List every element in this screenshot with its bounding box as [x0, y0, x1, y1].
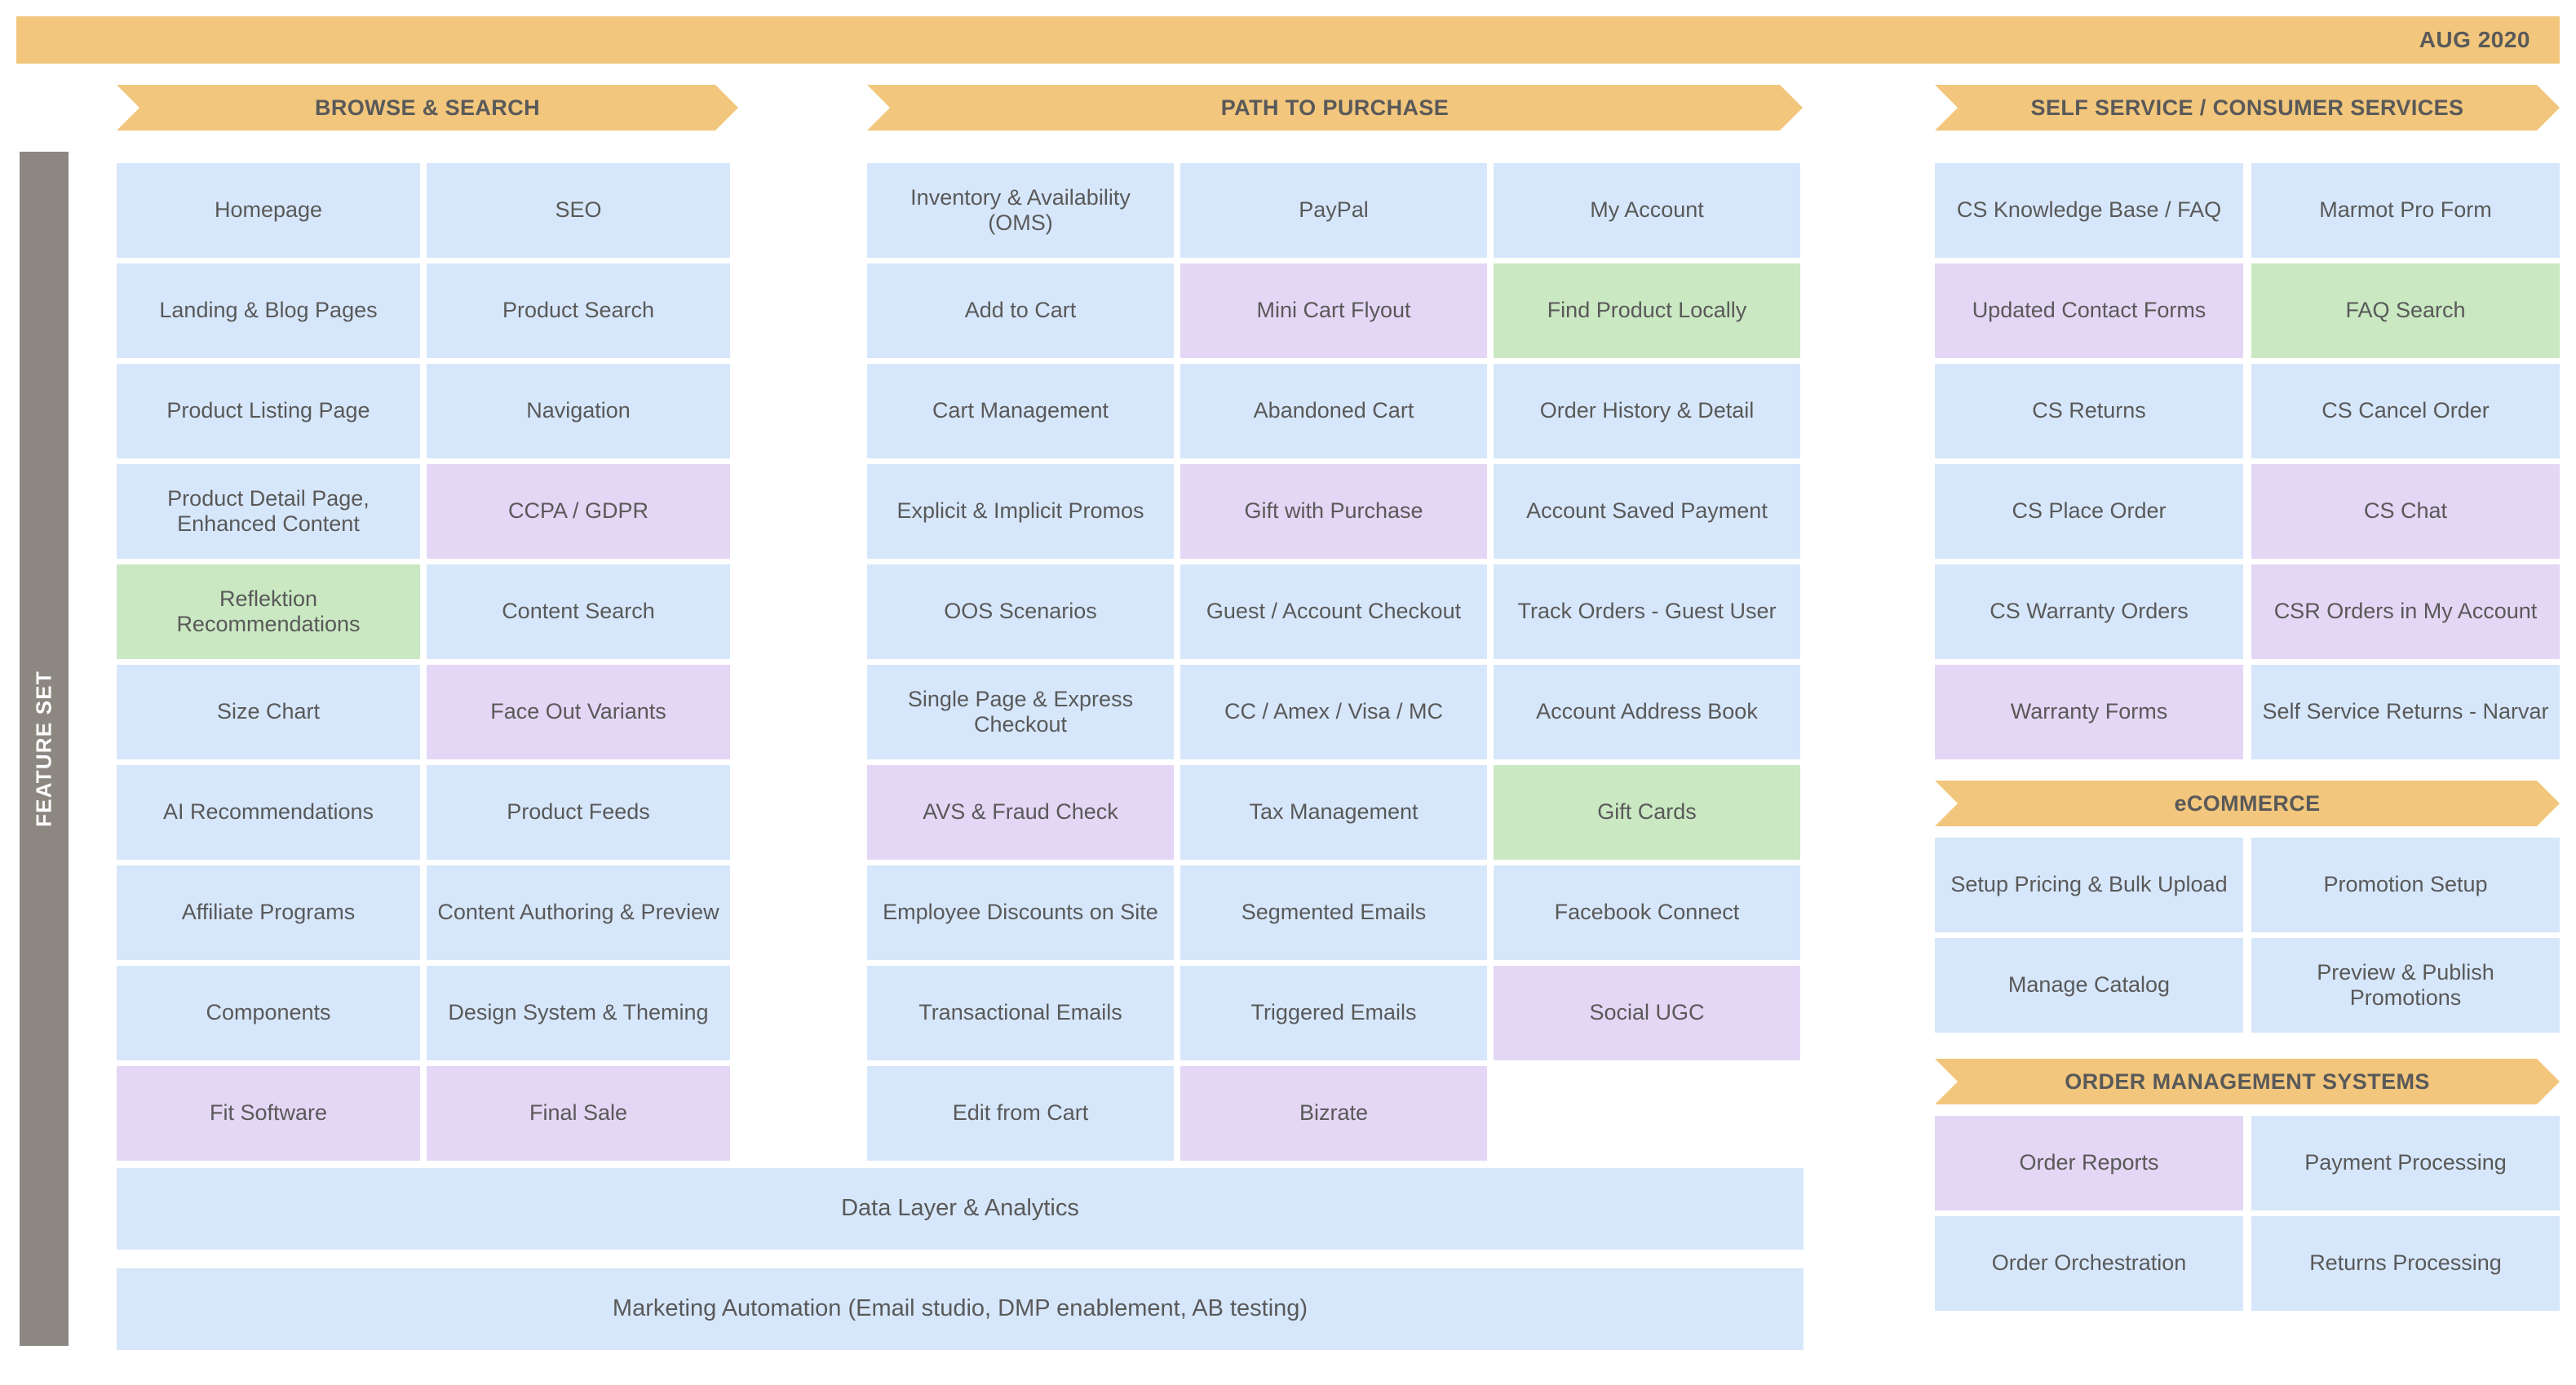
feature-tile[interactable]: AI Recommendations: [117, 765, 420, 860]
feature-tile[interactable]: Add to Cart: [867, 263, 1174, 358]
feature-tile[interactable]: Navigation: [427, 364, 730, 458]
section-banner-ecommerce: eCOMMERCE: [1935, 781, 2560, 826]
feature-set-label: FEATURE SET: [31, 670, 56, 827]
feature-tile[interactable]: CS Cancel Order: [2251, 364, 2560, 458]
feature-tile[interactable]: Explicit & Implicit Promos: [867, 464, 1174, 559]
feature-tile[interactable]: PayPal: [1180, 163, 1487, 258]
feature-tile[interactable]: Transactional Emails: [867, 966, 1174, 1060]
feature-tile[interactable]: CS Place Order: [1935, 464, 2243, 559]
feature-tile[interactable]: Self Service Returns - Narvar: [2251, 665, 2560, 759]
feature-tile[interactable]: CS Returns: [1935, 364, 2243, 458]
feature-tile[interactable]: Segmented Emails: [1180, 865, 1487, 960]
feature-tile[interactable]: Order Reports: [1935, 1116, 2243, 1210]
feature-tile[interactable]: Order Orchestration: [1935, 1216, 2243, 1311]
feature-tile[interactable]: CSR Orders in My Account: [2251, 564, 2560, 659]
feature-tile[interactable]: FAQ Search: [2251, 263, 2560, 358]
feature-tile[interactable]: Final Sale: [427, 1066, 730, 1161]
section-banner-self-service-consumer-services: SELF SERVICE / CONSUMER SERVICES: [1935, 85, 2560, 131]
feature-tile[interactable]: Account Address Book: [1494, 665, 1800, 759]
feature-tile[interactable]: Updated Contact Forms: [1935, 263, 2243, 358]
feature-tile[interactable]: Triggered Emails: [1180, 966, 1487, 1060]
feature-tile[interactable]: CC / Amex / Visa / MC: [1180, 665, 1487, 759]
feature-tile[interactable]: Find Product Locally: [1494, 263, 1800, 358]
feature-tile[interactable]: My Account: [1494, 163, 1800, 258]
feature-tile[interactable]: Size Chart: [117, 665, 420, 759]
feature-tile[interactable]: Gift with Purchase: [1180, 464, 1487, 559]
feature-tile[interactable]: Homepage: [117, 163, 420, 258]
feature-tile[interactable]: Promotion Setup: [2251, 838, 2560, 932]
feature-tile[interactable]: Track Orders - Guest User: [1494, 564, 1800, 659]
feature-tile[interactable]: Product Listing Page: [117, 364, 420, 458]
date-label: AUG 2020: [2419, 27, 2530, 52]
feature-tile[interactable]: CS Knowledge Base / FAQ: [1935, 163, 2243, 258]
section-banner-browse-and-search: BROWSE & SEARCH: [117, 85, 738, 131]
feature-tile[interactable]: Bizrate: [1180, 1066, 1487, 1161]
full-width-feature-bar[interactable]: Marketing Automation (Email studio, DMP …: [117, 1268, 1804, 1350]
section-banner-path-to-purchase: PATH TO PURCHASE: [867, 85, 1803, 131]
feature-tile[interactable]: Order History & Detail: [1494, 364, 1800, 458]
feature-tile[interactable]: Preview & Publish Promotions: [2251, 938, 2560, 1033]
feature-tile[interactable]: Product Detail Page, Enhanced Content: [117, 464, 420, 559]
feature-tile[interactable]: Gift Cards: [1494, 765, 1800, 860]
feature-tile[interactable]: CS Warranty Orders: [1935, 564, 2243, 659]
feature-tile[interactable]: SEO: [427, 163, 730, 258]
feature-tile[interactable]: Abandoned Cart: [1180, 364, 1487, 458]
feature-tile[interactable]: Marmot Pro Form: [2251, 163, 2560, 258]
feature-tile[interactable]: Returns Processing: [2251, 1216, 2560, 1311]
feature-tile[interactable]: Mini Cart Flyout: [1180, 263, 1487, 358]
feature-set-rail: FEATURE SET: [20, 152, 69, 1346]
feature-tile[interactable]: Affiliate Programs: [117, 865, 420, 960]
feature-tile[interactable]: Single Page & Express Checkout: [867, 665, 1174, 759]
feature-tile[interactable]: Reflektion Recommendations: [117, 564, 420, 659]
full-width-feature-bar[interactable]: Data Layer & Analytics: [117, 1168, 1804, 1250]
feature-tile[interactable]: Fit Software: [117, 1066, 420, 1161]
feature-tile[interactable]: Setup Pricing & Bulk Upload: [1935, 838, 2243, 932]
feature-tile[interactable]: Manage Catalog: [1935, 938, 2243, 1033]
feature-tile[interactable]: Cart Management: [867, 364, 1174, 458]
feature-tile[interactable]: Account Saved Payment: [1494, 464, 1800, 559]
feature-tile[interactable]: Facebook Connect: [1494, 865, 1800, 960]
feature-tile[interactable]: Product Search: [427, 263, 730, 358]
feature-tile[interactable]: Guest / Account Checkout: [1180, 564, 1487, 659]
feature-tile[interactable]: Product Feeds: [427, 765, 730, 860]
feature-tile[interactable]: Content Authoring & Preview: [427, 865, 730, 960]
section-banner-order-management-systems: ORDER MANAGEMENT SYSTEMS: [1935, 1059, 2560, 1104]
feature-tile[interactable]: Social UGC: [1494, 966, 1800, 1060]
feature-tile[interactable]: Components: [117, 966, 420, 1060]
feature-tile[interactable]: OOS Scenarios: [867, 564, 1174, 659]
feature-tile[interactable]: Warranty Forms: [1935, 665, 2243, 759]
feature-tile[interactable]: AVS & Fraud Check: [867, 765, 1174, 860]
feature-tile[interactable]: Content Search: [427, 564, 730, 659]
feature-tile[interactable]: Design System & Theming: [427, 966, 730, 1060]
feature-tile[interactable]: Face Out Variants: [427, 665, 730, 759]
feature-tile[interactable]: Landing & Blog Pages: [117, 263, 420, 358]
feature-tile[interactable]: Tax Management: [1180, 765, 1487, 860]
date-banner: AUG 2020: [16, 16, 2560, 64]
feature-tile[interactable]: Inventory & Availability (OMS): [867, 163, 1174, 258]
feature-tile[interactable]: CS Chat: [2251, 464, 2560, 559]
feature-tile[interactable]: Payment Processing: [2251, 1116, 2560, 1210]
feature-tile[interactable]: CCPA / GDPR: [427, 464, 730, 559]
feature-tile[interactable]: Employee Discounts on Site: [867, 865, 1174, 960]
feature-tile[interactable]: Edit from Cart: [867, 1066, 1174, 1161]
